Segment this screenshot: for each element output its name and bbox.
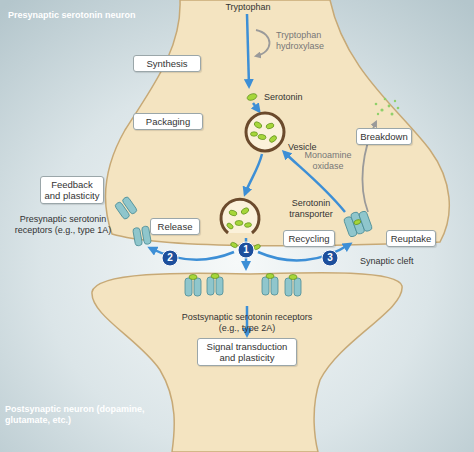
process-box: Release [150, 218, 200, 235]
part-label: Serotonin transporter [280, 198, 342, 219]
enzyme-label: Monoamine oxidase [300, 150, 356, 171]
process-box: Reuptake [386, 230, 436, 247]
callout-number: 2 [161, 249, 179, 267]
serotonin-transporter [343, 209, 373, 238]
postsynaptic-receptor [185, 275, 201, 297]
synthesis-arrow [247, 14, 249, 86]
process-box: Packaging [133, 113, 203, 130]
region-label: Postsynaptic neuron (dopamine, glutamate… [5, 404, 150, 425]
region-label: Presynaptic serotonin neuron [8, 10, 178, 21]
process-box: Synthesis [133, 55, 201, 72]
presynaptic-receptor [114, 196, 137, 220]
number-disc [322, 250, 338, 266]
box-text: Breakdown [360, 131, 408, 142]
molecule-label: Tryptophan [220, 2, 276, 13]
part-label: Presynaptic serotonin receptors (e.g., t… [2, 214, 124, 235]
box-text: Recycling [287, 233, 331, 244]
serotonin-molecule [246, 92, 257, 101]
packaging-arrow [253, 103, 259, 111]
region-label: Synaptic cleft [360, 256, 432, 267]
molecule-label: Serotonin [264, 92, 324, 103]
process-box: Feedback and plasticity [40, 176, 104, 204]
box-text: Release [154, 221, 196, 232]
callout-number: 1 [237, 241, 255, 259]
part-label: Postsynaptic serotonin receptors (e.g., … [176, 312, 318, 333]
box-text: Reuptake [390, 233, 432, 244]
box-text: Packaging [137, 116, 199, 127]
postsynaptic-terminal [92, 273, 402, 452]
process-box: Recycling [283, 230, 335, 247]
enzyme-label: Tryptophan hydroxylase [276, 30, 336, 51]
postsynaptic-receptor [207, 274, 223, 296]
process-box: Breakdown [356, 128, 412, 145]
presynaptic-terminal [106, 0, 450, 246]
postsynaptic-receptor [262, 274, 278, 296]
number-disc [238, 242, 254, 258]
process-box: Signal transduction and plasticity [197, 338, 297, 366]
callout-number: 3 [321, 249, 339, 267]
box-text: Signal transduction and plasticity [201, 341, 293, 363]
number-disc [162, 250, 178, 266]
breakdown-products [375, 98, 400, 116]
box-text: Feedback and plasticity [44, 179, 100, 201]
postsynaptic-receptor [285, 275, 301, 297]
fusing-vesicle [221, 199, 259, 233]
callout-digit: 3 [321, 249, 339, 267]
callout-digit: 2 [161, 249, 179, 267]
presynaptic-receptor [133, 226, 152, 247]
vesicle-serotonin [251, 121, 278, 144]
box-text: Synthesis [137, 58, 197, 69]
callout-digit: 1 [237, 241, 255, 259]
vesicle [246, 113, 284, 151]
release-arrow [245, 154, 262, 194]
enzyme-arrow [256, 30, 270, 56]
